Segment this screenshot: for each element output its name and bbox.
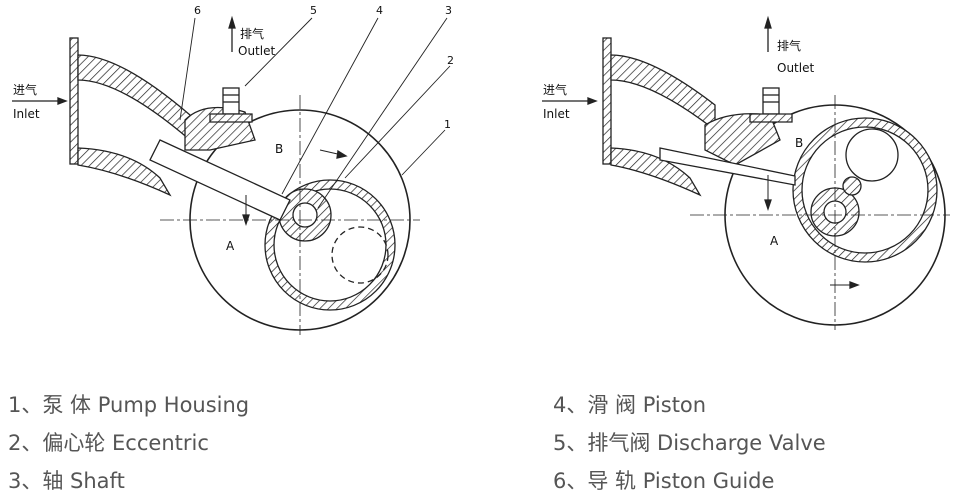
piston-rod-right <box>659 147 796 186</box>
right-diagram <box>542 15 950 330</box>
legend-item-pump-housing: 1、泵 体 Pump Housing <box>8 393 250 417</box>
left-chamber-b: B <box>275 142 283 156</box>
right-inlet-cn: 进气 <box>543 82 567 97</box>
inlet-pipe <box>77 54 191 142</box>
left-diagram <box>12 15 451 335</box>
callout-5: 5 <box>310 4 317 17</box>
left-inlet-en: Inlet <box>13 107 40 121</box>
discharge-valve-right <box>762 87 780 115</box>
legend-item-piston: 4、滑 阀 Piston <box>553 393 707 417</box>
legend-item-shaft: 3、轴 Shaft <box>8 469 125 493</box>
eccentric-dashed <box>331 226 389 284</box>
legend-item-eccentric: 2、偏心轮 Eccentric <box>8 431 209 455</box>
left-chamber-a: A <box>226 239 235 253</box>
callout-1: 1 <box>444 118 451 131</box>
legend-item-discharge-valve: 5、排气阀 Discharge Valve <box>553 431 826 455</box>
right-chamber-b: B <box>795 136 803 150</box>
left-inlet-cn: 进气 <box>13 82 37 97</box>
piston-guide-right <box>704 113 781 166</box>
callout-4: 4 <box>376 4 383 17</box>
left-outlet-en: Outlet <box>238 44 275 58</box>
legend-left: 1、泵 体 Pump Housing 2、偏心轮 Eccentric 3、轴 S… <box>8 386 249 500</box>
piston-rod <box>149 139 291 221</box>
discharge-valve <box>222 87 240 115</box>
legend-item-piston-guide: 6、导 轨 Piston Guide <box>553 469 775 493</box>
callout-6: 6 <box>194 4 201 17</box>
right-inlet-en: Inlet <box>543 107 570 121</box>
piston-head-right <box>845 128 899 182</box>
legend-right: 4、滑 阀 Piston 5、排气阀 Discharge Valve 6、导 轨… <box>553 386 826 500</box>
right-outlet-cn: 排气 <box>777 38 801 53</box>
right-outlet-en: Outlet <box>777 61 814 75</box>
left-outlet-cn: 排气 <box>240 26 264 41</box>
right-chamber-a: A <box>770 234 779 248</box>
inlet-flange-right <box>602 37 612 165</box>
callout-3: 3 <box>445 4 452 17</box>
inlet-flange <box>69 37 79 165</box>
callout-2: 2 <box>447 54 454 67</box>
